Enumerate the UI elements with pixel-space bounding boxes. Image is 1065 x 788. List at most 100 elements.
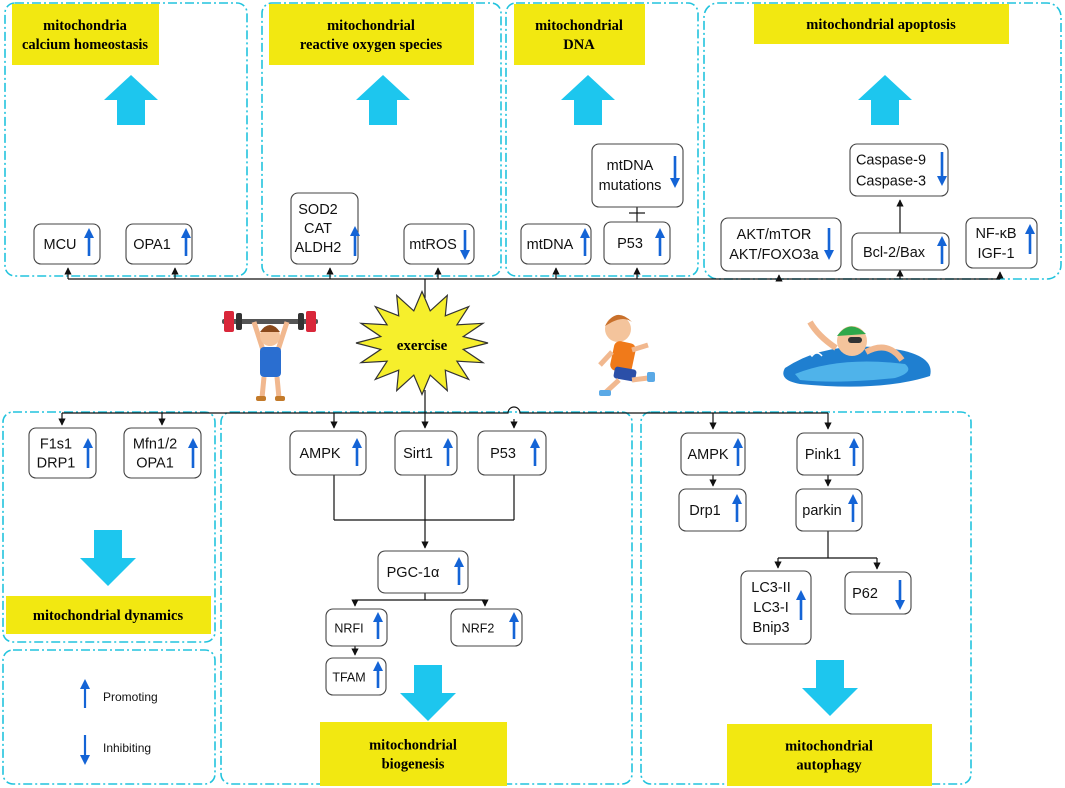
mutations-node (591, 143, 684, 208)
caspase-node (849, 143, 949, 197)
runner-icon (598, 314, 655, 396)
tfam-label: TFAM (332, 670, 365, 684)
nrf2-up-arrow-icon (509, 612, 519, 639)
pgc-label: PGC-1α (387, 565, 440, 581)
legend-promoting-arrow-icon (80, 679, 90, 708)
parkin-node (795, 488, 863, 532)
sod2-node (290, 192, 359, 265)
legend-panel (2, 649, 216, 785)
f1s1-node (28, 427, 97, 479)
p62-label: P62 (852, 586, 878, 602)
pgc-up-arrow-icon (454, 557, 464, 585)
sirt1-up-arrow-icon (443, 438, 453, 466)
exercise-label: exercise (397, 338, 448, 354)
dna-outcome-arrow (561, 75, 615, 125)
apoptosis-outcome-arrow (858, 75, 912, 125)
mtros-down-arrow-icon (460, 230, 470, 260)
bcl2-label: Bcl-2/Bax (863, 245, 926, 261)
calcium-panel (4, 2, 248, 277)
legend-inhibiting-label: Inhibiting (103, 741, 151, 755)
drp1-up-arrow-icon (732, 494, 742, 522)
nfkb-node (965, 217, 1038, 269)
dynamics-panel (2, 411, 216, 643)
weightlifter-icon (222, 311, 318, 401)
mtdna-up-arrow-icon (580, 228, 590, 256)
pink1-label: Pink1 (805, 447, 841, 463)
ros-outcome-arrow (356, 75, 410, 125)
tfam-up-arrow-icon (373, 661, 383, 688)
mutations-down-arrow-icon (670, 156, 680, 188)
legend-inhibiting-arrow-icon (80, 735, 90, 765)
nrf2-label: NRF2 (462, 621, 495, 635)
bcl2-node (851, 232, 950, 271)
opa1-top-label: OPA1 (133, 237, 171, 253)
ampk-mid-label: AMPK (299, 446, 340, 462)
opa1-top-node (125, 223, 193, 265)
akt-down-arrow-icon (824, 228, 834, 260)
pgc-node (377, 550, 469, 594)
swimmer-icon (783, 320, 931, 387)
mtdna-node (520, 223, 592, 265)
lc3-node (740, 570, 812, 645)
sirt1-label: Sirt1 (403, 446, 433, 462)
mfn-node (123, 427, 202, 479)
apoptosis-panel-title: mitochondrial apoptosis (806, 17, 956, 33)
drp1-node (678, 488, 747, 532)
mcu-node (33, 223, 101, 265)
legend-promoting-label: Promoting (103, 690, 158, 704)
ampk-r-up-arrow-icon (733, 438, 743, 466)
parkin-up-arrow-icon (848, 494, 858, 522)
mcu-label: MCU (43, 237, 76, 253)
p62-node (844, 571, 912, 615)
opa1-up-arrow-icon (181, 228, 191, 256)
sirt1-node (394, 430, 458, 476)
exercise-starburst (355, 289, 489, 397)
ampk-mid-node (289, 430, 367, 476)
mtdna-label: mtDNA (527, 237, 574, 253)
ampk-r-label: AMPK (687, 447, 728, 463)
nrf2-node (450, 608, 523, 647)
autophagy-panel (640, 411, 972, 785)
ampk-r-node (680, 432, 746, 476)
f1s1-up-arrow-icon (83, 438, 93, 468)
p62-down-arrow-icon (895, 580, 905, 610)
mcu-up-arrow-icon (84, 228, 94, 256)
akt-node (720, 217, 842, 272)
sod2-up-arrow-icon (350, 226, 360, 256)
pink1-node (796, 432, 864, 476)
dna-panel (505, 2, 699, 277)
nrfi-up-arrow-icon (373, 612, 383, 639)
p53-top-label: P53 (617, 236, 643, 252)
caspase-down-arrow-icon (937, 152, 947, 186)
ampk-mid-up-arrow-icon (352, 438, 362, 466)
drp1-label: Drp1 (689, 503, 720, 519)
p53-top-up-arrow-icon (655, 228, 665, 256)
lc3-up-arrow-icon (796, 590, 806, 620)
biogenesis-outcome-arrow (400, 665, 456, 721)
bcl2-up-arrow-icon (937, 236, 947, 264)
nrfi-label: NRFI (334, 621, 363, 635)
parkin-label: parkin (802, 503, 842, 519)
p53-mid-label: P53 (490, 446, 516, 462)
p53-mid-up-arrow-icon (530, 438, 540, 466)
p53-mid-node (477, 430, 547, 476)
dynamics-panel-title: mitochondrial dynamics (33, 608, 184, 624)
mtros-node (403, 223, 475, 265)
nrfi-node (325, 608, 388, 647)
calcium-outcome-arrow (104, 75, 158, 125)
mtros-label: mtROS (409, 237, 457, 253)
mfn-up-arrow-icon (188, 438, 198, 468)
